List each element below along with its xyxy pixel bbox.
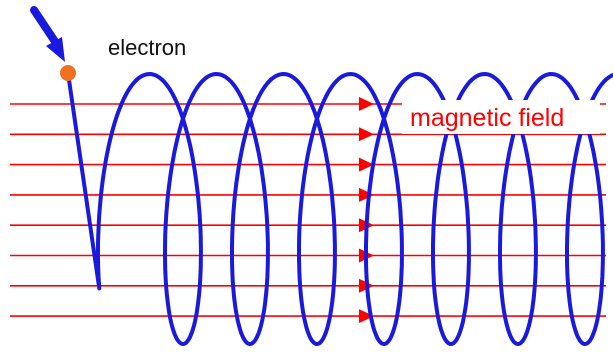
electron-label: electron	[108, 35, 186, 60]
triangle-right-icon	[359, 127, 374, 142]
arrow-down-right-icon	[30, 6, 65, 62]
triangle-right-icon	[359, 309, 374, 324]
magnetic-field-label-group: magnetic field	[402, 100, 600, 134]
magnetic-field-label: magnetic field	[410, 104, 564, 132]
electron-dot-icon	[60, 65, 76, 81]
triangle-right-icon	[359, 97, 374, 111]
electron-helix-path	[66, 71, 613, 346]
magnetic-field-label-backdrop	[402, 100, 600, 134]
triangle-right-icon	[359, 157, 374, 172]
triangle-right-icon	[359, 187, 374, 202]
